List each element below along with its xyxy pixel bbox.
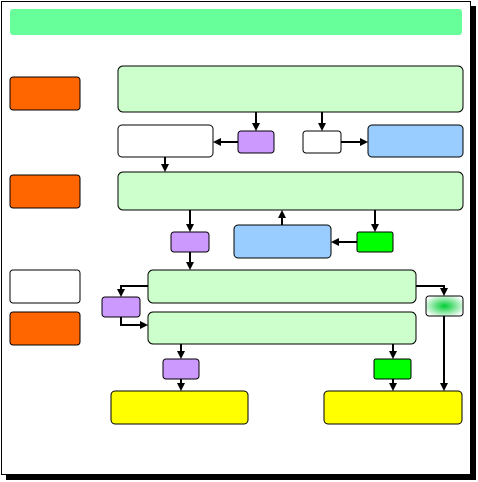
connector-4 [162, 358, 200, 380]
section-label-blank [9, 269, 81, 304]
blank-box-small [302, 130, 342, 154]
arrow-connector-3-to-lower-b [120, 317, 148, 329]
header-bar [10, 9, 462, 35]
store-box-top [367, 124, 464, 158]
process-box-lower-a [147, 269, 417, 304]
section-label-2 [9, 174, 81, 209]
gradient-box [425, 295, 464, 317]
connector-1 [237, 130, 275, 154]
decision-1 [356, 231, 394, 253]
arrows [117, 112, 448, 391]
connector-3 [101, 296, 141, 318]
process-box-top [117, 65, 464, 113]
output-box-right [323, 390, 463, 425]
decision-2 [373, 358, 412, 380]
process-box-lower-b [147, 311, 417, 345]
blank-box-left [117, 124, 214, 158]
process-box-middle [117, 171, 464, 211]
connector-2 [170, 231, 210, 253]
arrow-lower-a-to-gradient [416, 285, 448, 296]
arrow-lower-a-to-connector-3 [117, 285, 148, 297]
store-box-middle [233, 224, 332, 259]
output-box-left [110, 390, 249, 425]
section-label-1 [9, 76, 81, 111]
section-label-3 [9, 311, 81, 346]
